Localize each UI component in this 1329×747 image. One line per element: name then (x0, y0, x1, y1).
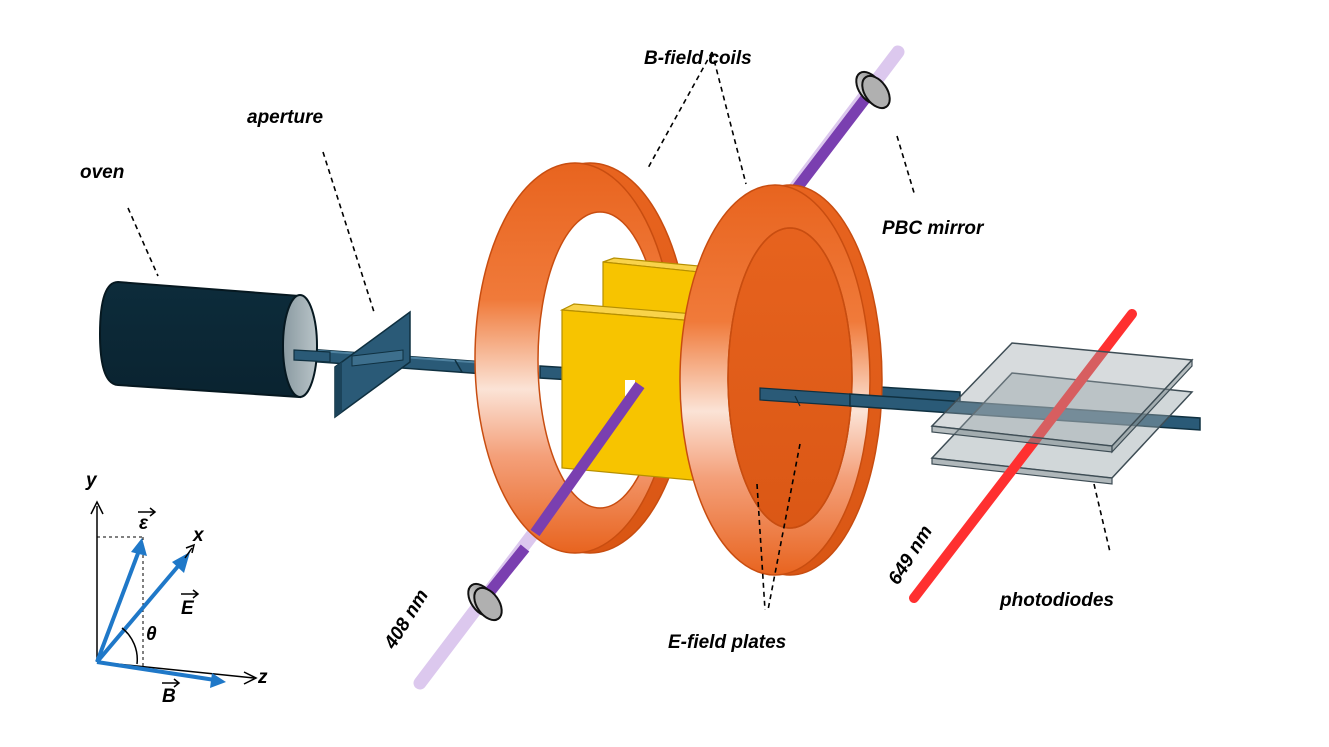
vector-label-epsilon: ε (139, 513, 149, 534)
axis-label-y: y (85, 470, 98, 491)
axis-label-z: z (257, 667, 268, 688)
photodiodes (930, 372, 1194, 485)
angle-label-theta: θ (146, 624, 157, 645)
label-b-field-coils: B-field coils (644, 48, 752, 69)
vector-arrow-epsilon (138, 507, 157, 517)
laser-408-front (530, 381, 645, 537)
b-field-coil-2 (679, 184, 883, 576)
laser-649-beam (909, 309, 1137, 603)
atomic-beam-front (849, 393, 1201, 431)
label-408-nm: 408 nm (380, 586, 433, 654)
leader-lines (127, 51, 1111, 611)
label-aperture: aperture (247, 107, 323, 128)
label-e-field-plates: E-field plates (668, 632, 786, 653)
label-pbc-mirror: PBC mirror (882, 218, 985, 239)
label-photodiodes: photodiodes (999, 590, 1114, 611)
pbc-mirror-bottom (467, 582, 503, 622)
vector-arrow-b (162, 678, 181, 688)
oven (98, 280, 318, 399)
photodiode-top (930, 342, 1194, 454)
coordinate-inset (90, 500, 258, 688)
vector-label-e: E (181, 598, 195, 619)
vector-label-b: B (162, 686, 176, 707)
pbc-mirror-top (855, 70, 891, 110)
axis-label-x: x (192, 525, 205, 546)
label-oven: oven (80, 162, 124, 183)
aperture (334, 310, 411, 419)
vector-arrow-e (181, 589, 200, 599)
